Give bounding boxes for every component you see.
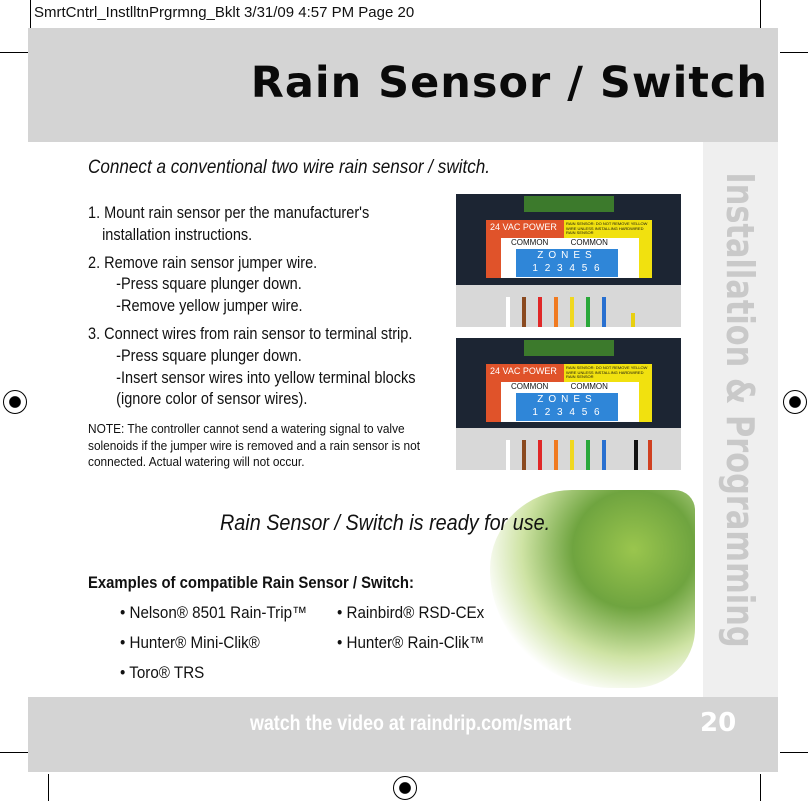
terminal-photo-sensor: 24 VAC POWER RAIN SENSOR: DO NOT REMOVE … [456,338,681,470]
example-item: • Rainbird® RSD-CEx [337,604,485,622]
zone-numbers: 1 2 3 4 5 6 [532,407,602,418]
sensor-wire [634,440,638,470]
common-text: COMMON [511,238,549,247]
header-band [28,28,778,142]
wire [586,440,590,470]
side-strip [703,142,778,697]
zones-label: ZONES 1 2 3 4 5 6 [516,249,618,277]
step-2-sub: -Press square plunger down. [116,275,302,294]
step-2: 2. Remove rain sensor jumper wire. [88,253,318,272]
video-link[interactable]: watch the video at raindrip.com/smart [250,712,572,735]
jumper-wire [631,313,635,327]
page-number: 20 [700,708,737,738]
wire [554,440,558,470]
connector [524,340,614,356]
crop-mark [0,52,28,53]
step-3-sub: (ignore color of sensor wires). [116,390,308,409]
terminal-photo-jumper: 24 VAC POWER RAIN SENSOR: DO NOT REMOVE … [456,194,681,327]
example-item: • Nelson® 8501 Rain-Trip™ [120,604,308,622]
step-3-sub: -Press square plunger down. [116,346,302,365]
crop-mark [760,774,761,801]
wire [586,297,590,327]
example-item: • Toro® TRS [120,664,205,682]
wire [570,440,574,470]
crop-mark [48,774,49,801]
wire [538,297,542,327]
note-text: NOTE: The controller cannot send a water… [88,422,421,469]
zones-text: ZONES [537,250,597,261]
common-text: COMMON [570,238,608,247]
example-item: • Hunter® Rain-Clik™ [337,634,485,652]
step-3-sub: -Insert sensor wires into yellow termina… [116,368,416,387]
step-2-sub: -Remove yellow jumper wire. [116,297,303,316]
wire [602,297,606,327]
registration-mark-icon [393,776,417,800]
wires-area [456,285,681,327]
common-text: COMMON [511,382,549,391]
crop-mark [30,0,31,28]
wire [522,297,526,327]
wire [602,440,606,470]
registration-mark-icon [3,390,27,414]
print-slug: SmrtCntrl_InstlltnPrgrmng_Bklt 3/31/09 4… [34,4,415,21]
wire [522,440,526,470]
crop-mark [780,52,808,53]
connector [524,196,614,212]
zone-numbers: 1 2 3 4 5 6 [532,263,602,274]
wire [538,440,542,470]
wires-area [456,428,681,470]
registration-mark-icon [783,390,807,414]
crop-mark [780,752,808,753]
sensor-wire [648,440,652,470]
common-text: COMMON [570,382,608,391]
wire [570,297,574,327]
ready-text: Rain Sensor / Switch is ready for use. [220,510,551,535]
wire [554,297,558,327]
step-1: 1. Mount rain sensor per the manufacture… [88,204,370,222]
crop-mark [0,752,28,753]
crop-mark [760,0,761,28]
wire [506,297,510,327]
step-1-cont: installation instructions. [102,225,253,244]
examples-heading: Examples of compatible Rain Sensor / Swi… [88,574,414,592]
page-title: Rain Sensor / Switch [250,58,768,108]
zones-label: ZONES 1 2 3 4 5 6 [516,393,618,421]
section-label: Installation & Programming [718,172,762,648]
instruction-steps: 1. Mount rain sensor per the manufacture… [88,203,416,411]
step-3: 3. Connect wires from rain sensor to ter… [88,324,413,343]
zones-text: ZONES [537,394,597,405]
wire [506,440,510,470]
footer-band [28,697,778,772]
intro-text: Connect a conventional two wire rain sen… [88,157,491,178]
example-item: • Hunter® Mini-Clik® [120,634,260,652]
